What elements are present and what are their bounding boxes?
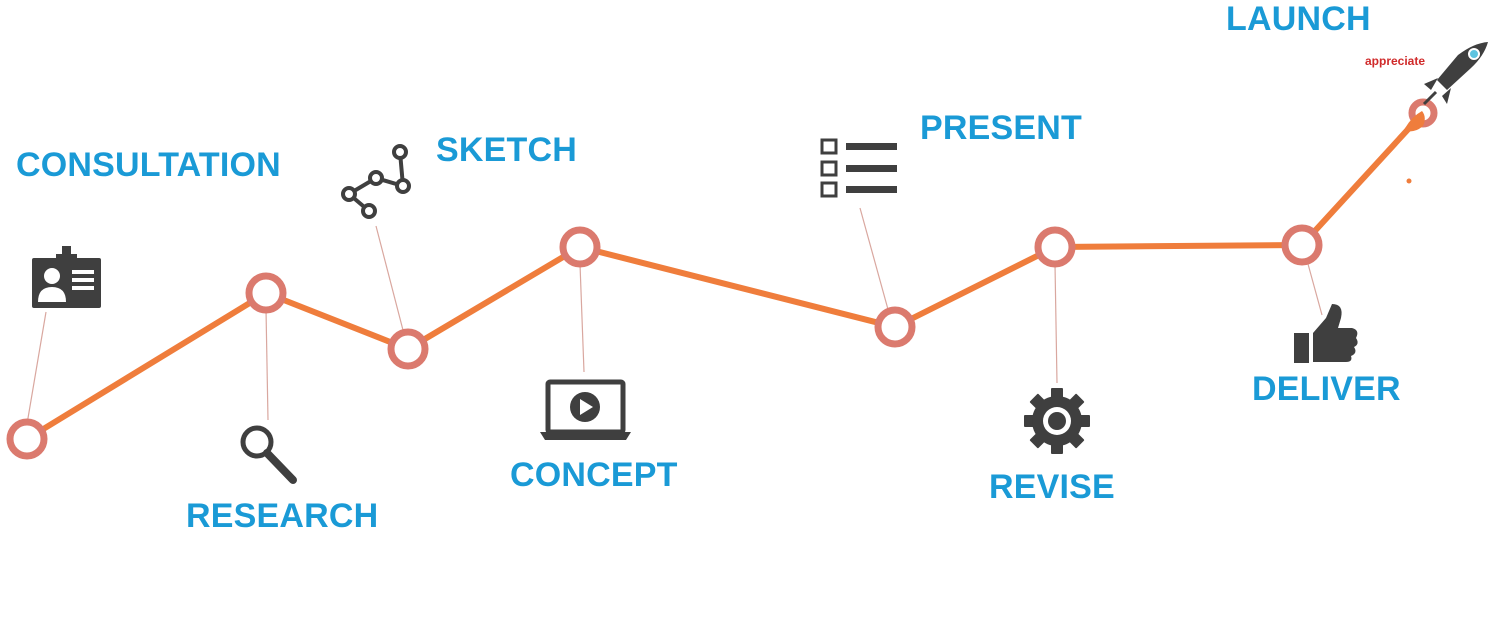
step-label-deliver: DELIVER (1252, 370, 1401, 408)
step-label-launch: LAUNCH (1226, 0, 1371, 38)
timeline-path (24, 110, 1426, 442)
node-consultation (6, 418, 48, 460)
appreciate-tag: appreciate (1365, 54, 1426, 68)
leader-line (26, 311, 47, 425)
step-label-sketch: SKETCH (436, 131, 577, 169)
node-deliver (1281, 224, 1323, 266)
node-present (874, 306, 916, 348)
leader-line (1307, 263, 1323, 316)
step-label-concept: CONCEPT (510, 456, 678, 494)
checklist-icon (820, 138, 897, 198)
step-label-research: RESEARCH (186, 497, 379, 535)
step-label-revise: REVISE (989, 468, 1115, 506)
step-label-present: PRESENT (920, 109, 1082, 147)
leader-line (579, 263, 585, 373)
leader-line (1054, 263, 1058, 384)
leader-line (859, 207, 890, 314)
leader-line (375, 225, 405, 335)
node-revise (1034, 226, 1076, 268)
magnifier-icon (240, 425, 297, 484)
timeline-nodes (6, 98, 1438, 460)
leader-lines (26, 207, 1323, 425)
node-sketch (387, 328, 429, 370)
thumbs-up-icon (1294, 304, 1358, 363)
connected-nodes-icon (341, 144, 411, 219)
id-card-icon (32, 246, 101, 308)
node-research (245, 272, 287, 314)
gear-icon (1024, 388, 1090, 454)
step-label-consultation: CONSULTATION (16, 146, 281, 184)
rocket-icon (1404, 42, 1488, 184)
node-concept (559, 226, 601, 268)
leader-line (265, 308, 269, 421)
laptop-play-icon (540, 379, 631, 440)
